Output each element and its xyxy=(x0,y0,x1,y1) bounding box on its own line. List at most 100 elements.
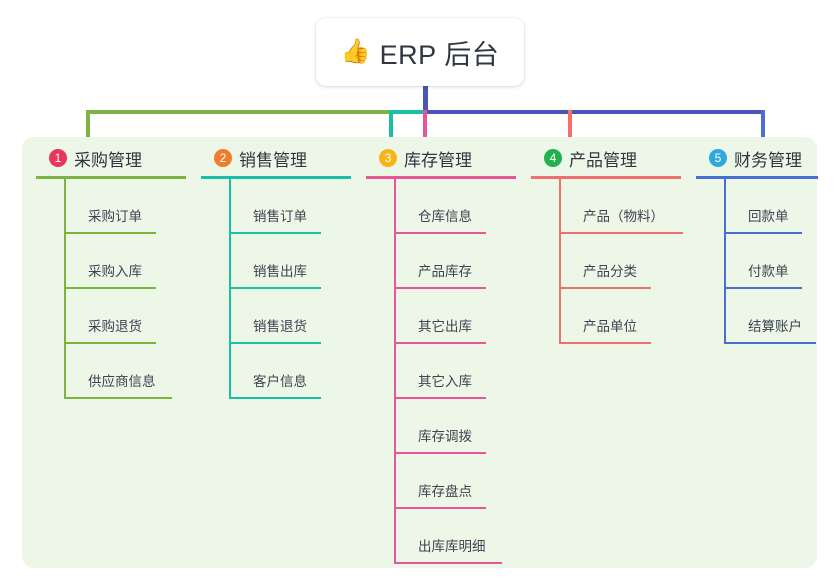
leaf-underline xyxy=(724,232,802,234)
leaf-node[interactable]: 产品分类 xyxy=(559,234,681,289)
leaf-underline xyxy=(394,342,486,344)
branch-children: 采购订单采购入库采购退货供应商信息 xyxy=(36,179,186,399)
branch-underline xyxy=(531,176,681,179)
leaf-label: 销售退货 xyxy=(253,319,307,334)
branch-title: 财务管理 xyxy=(734,150,802,170)
root-node[interactable]: 👍 ERP 后台 xyxy=(316,18,524,86)
leaf-node[interactable]: 采购入库 xyxy=(64,234,186,289)
leaf-underline xyxy=(559,287,651,289)
leaf-node[interactable]: 产品库存 xyxy=(394,234,516,289)
leaf-label: 采购入库 xyxy=(88,264,142,279)
leaf-node[interactable]: 采购订单 xyxy=(64,179,186,234)
leaf-node[interactable]: 库存调拨 xyxy=(394,399,516,454)
leaf-node[interactable]: 其它出库 xyxy=(394,289,516,344)
leaf-node[interactable]: 客户信息 xyxy=(229,344,351,399)
branch-number-badge: 5 xyxy=(709,149,727,167)
leaf-underline xyxy=(394,562,502,564)
branch-column: 4 产品管理产品（物料） 产品分类产品单位 xyxy=(531,145,683,344)
leaf-label: 供应商信息 xyxy=(88,374,156,389)
leaf-node[interactable]: 付款单 xyxy=(724,234,818,289)
leaf-node[interactable]: 销售出库 xyxy=(229,234,351,289)
leaf-underline xyxy=(394,232,486,234)
branch-spine xyxy=(724,179,726,344)
branch-number-badge: 3 xyxy=(379,149,397,167)
leaf-node[interactable]: 回款单 xyxy=(724,179,818,234)
trunk-segment-3 xyxy=(423,110,765,114)
branch-spine xyxy=(394,179,396,564)
branch-header[interactable]: 2 销售管理 xyxy=(201,145,351,171)
root-title: ERP 后台 xyxy=(379,39,500,70)
leaf-label: 产品库存 xyxy=(418,264,472,279)
branch-children: 仓库信息产品库存其它出库其它入库库存调拨库存盘点出库库明细 xyxy=(366,179,516,564)
leaf-node[interactable]: 采购退货 xyxy=(64,289,186,344)
branch-spine xyxy=(64,179,66,399)
leaf-node[interactable]: 结算账户 xyxy=(724,289,818,344)
leaf-label: 其它入库 xyxy=(418,374,472,389)
leaf-node[interactable]: 产品（物料） xyxy=(559,179,683,234)
leaf-node[interactable]: 产品单位 xyxy=(559,289,681,344)
branch-spine xyxy=(229,179,231,399)
leaf-label: 销售出库 xyxy=(253,264,307,279)
branch-underline xyxy=(696,176,818,179)
leaf-node[interactable]: 库存盘点 xyxy=(394,454,516,509)
leaf-label: 仓库信息 xyxy=(418,209,472,224)
leaf-label: 出库库明细 xyxy=(418,539,486,554)
drop-line-branch-4 xyxy=(568,110,572,142)
drop-line-branch-5 xyxy=(761,110,765,142)
drop-line-branch-3 xyxy=(423,110,427,142)
trunk-segment-1 xyxy=(86,110,391,114)
leaf-underline xyxy=(559,232,683,234)
branch-number-badge: 2 xyxy=(214,149,232,167)
leaf-underline xyxy=(724,287,802,289)
drop-line-branch-1 xyxy=(86,110,90,142)
branch-title: 产品管理 xyxy=(569,150,637,170)
branch-header[interactable]: 5 财务管理 xyxy=(696,145,818,171)
branch-header[interactable]: 3 库存管理 xyxy=(366,145,516,171)
leaf-label: 采购订单 xyxy=(88,209,142,224)
leaf-label: 库存调拨 xyxy=(418,429,472,444)
branch-children: 回款单付款单结算账户 xyxy=(696,179,818,344)
leaf-node[interactable]: 仓库信息 xyxy=(394,179,516,234)
leaf-label: 销售订单 xyxy=(253,209,307,224)
leaf-node[interactable]: 销售退货 xyxy=(229,289,351,344)
branch-underline xyxy=(366,176,516,179)
leaf-underline xyxy=(724,342,816,344)
branch-underline xyxy=(36,176,186,179)
thumbs-up-icon: 👍 xyxy=(340,38,371,65)
branch-title: 销售管理 xyxy=(239,150,307,170)
leaf-node[interactable]: 销售订单 xyxy=(229,179,351,234)
leaf-underline xyxy=(64,342,156,344)
leaf-label: 产品（物料） xyxy=(583,209,664,224)
leaf-underline xyxy=(64,232,156,234)
branch-number-badge: 4 xyxy=(544,149,562,167)
leaf-label: 结算账户 xyxy=(748,319,802,334)
leaf-label: 客户信息 xyxy=(253,374,307,389)
leaf-node[interactable]: 出库库明细 xyxy=(394,509,516,564)
leaf-underline xyxy=(394,397,486,399)
branch-column: 5 财务管理回款单付款单结算账户 xyxy=(696,145,818,344)
trunk-segment-2 xyxy=(389,110,425,114)
leaf-label: 采购退货 xyxy=(88,319,142,334)
branch-title: 采购管理 xyxy=(74,150,142,170)
branch-spine xyxy=(559,179,561,344)
branch-children: 销售订单销售出库销售退货客户信息 xyxy=(201,179,351,399)
leaf-underline xyxy=(229,397,321,399)
leaf-underline xyxy=(559,342,651,344)
leaf-label: 库存盘点 xyxy=(418,484,472,499)
leaf-node[interactable]: 供应商信息 xyxy=(64,344,186,399)
branch-column: 2 销售管理销售订单销售出库销售退货客户信息 xyxy=(201,145,351,399)
branch-header[interactable]: 4 产品管理 xyxy=(531,145,681,171)
diagram-panel xyxy=(22,137,817,568)
drop-line-branch-2 xyxy=(389,110,393,142)
leaf-underline xyxy=(394,287,486,289)
leaf-underline xyxy=(229,232,321,234)
leaf-label: 产品单位 xyxy=(583,319,637,334)
leaf-underline xyxy=(394,452,486,454)
leaf-node[interactable]: 其它入库 xyxy=(394,344,516,399)
leaf-underline xyxy=(229,287,321,289)
leaf-label: 其它出库 xyxy=(418,319,472,334)
branch-title: 库存管理 xyxy=(404,150,472,170)
leaf-underline xyxy=(394,507,486,509)
